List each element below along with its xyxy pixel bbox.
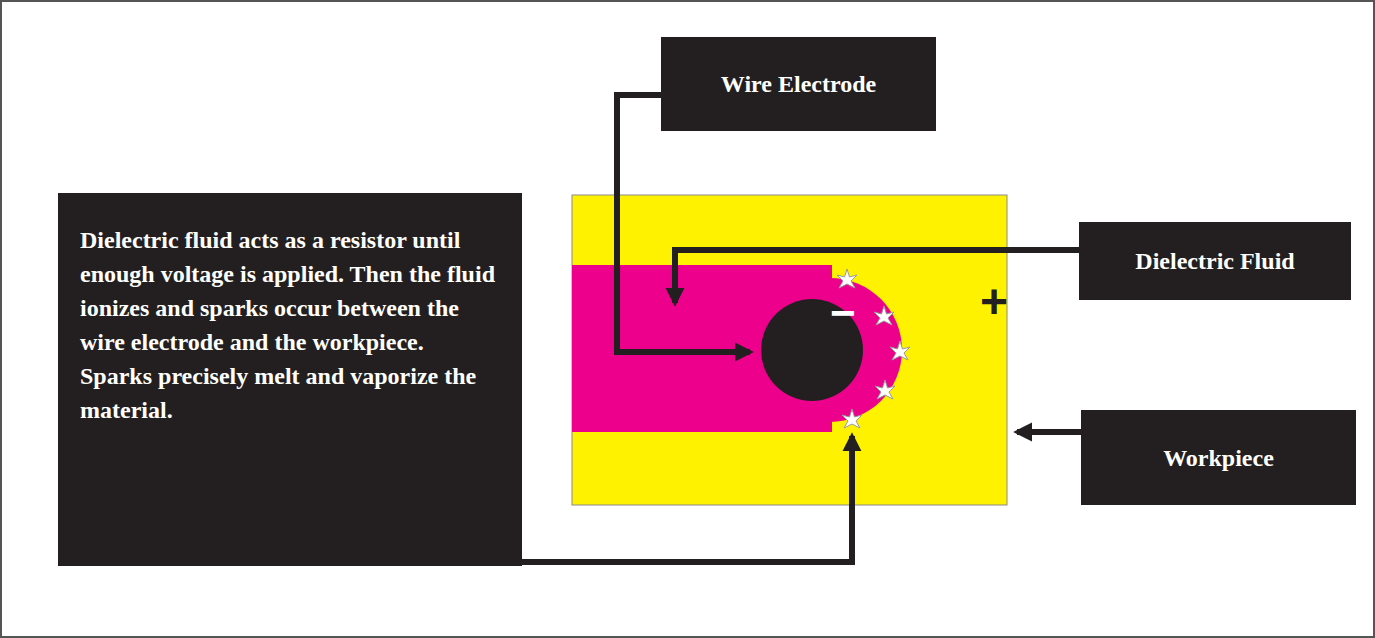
label-box: Dielectric Fluid	[1079, 222, 1351, 300]
leader-line	[617, 95, 750, 352]
label-box: Workpiece	[1081, 410, 1356, 505]
note-text: Dielectric fluid acts as a resistor unti…	[80, 223, 500, 427]
dielectric-gap	[758, 278, 902, 422]
part-label: Wire Electrode	[721, 67, 876, 101]
leader-line	[522, 436, 852, 562]
part-label: Workpiece	[1163, 441, 1274, 475]
leader-line	[1017, 429, 1081, 435]
note-box: Dielectric fluid acts as a resistor unti…	[58, 193, 522, 566]
polarity-minus: −	[830, 291, 856, 335]
leader-lines	[522, 95, 1081, 562]
leader-line	[675, 250, 1079, 303]
polarity-plus: +	[980, 278, 1008, 326]
label-box: Wire Electrode	[661, 37, 936, 131]
part-label: Dielectric Fluid	[1135, 244, 1294, 278]
